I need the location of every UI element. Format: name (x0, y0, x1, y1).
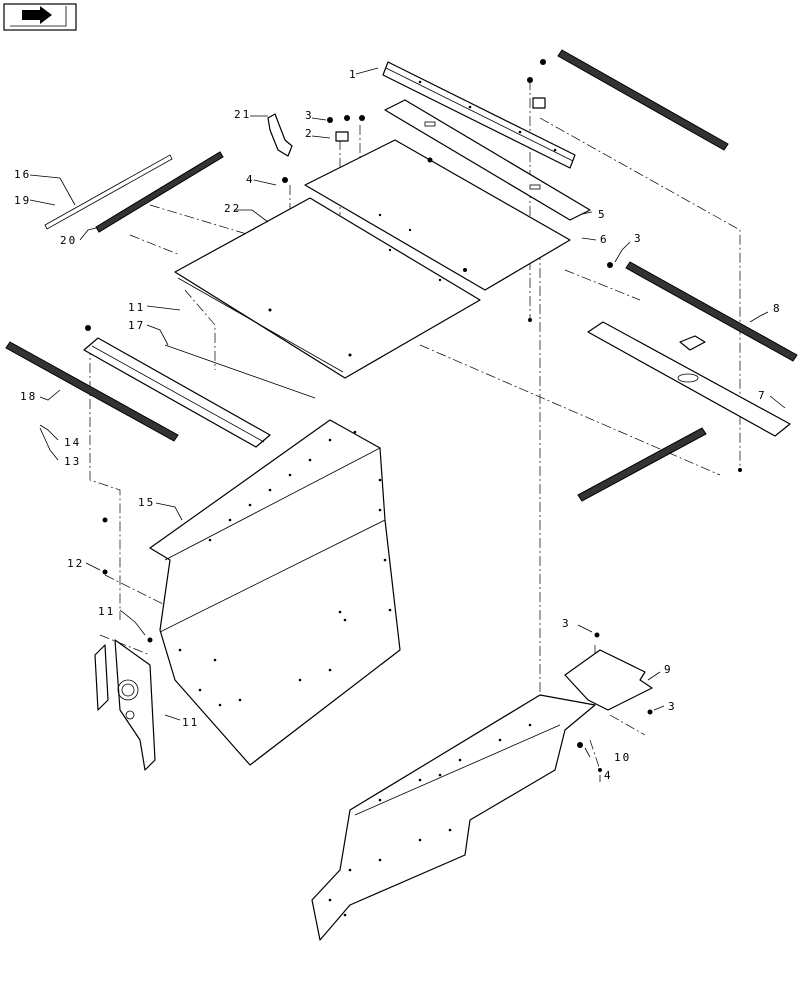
callout-9: 9 (664, 663, 673, 676)
callout-20: 20 (60, 234, 77, 247)
callout-11-top: 11 (128, 301, 145, 314)
callout-5: 5 (598, 208, 607, 221)
callout-11-bottom: 11 (182, 716, 199, 729)
part-17-rod (164, 344, 316, 399)
part-20-strip (95, 151, 224, 233)
callout-11-mid: 11 (98, 605, 115, 618)
callout-18: 18 (20, 390, 37, 403)
callout-16: 16 (14, 168, 31, 181)
part-5-plate (384, 99, 591, 221)
callout-19: 19 (14, 194, 31, 207)
callout-22: 22 (224, 202, 241, 215)
leader-lines (29, 67, 786, 782)
callout-labels: 1 2 3 3 3 3 4 4 5 6 7 8 9 10 11 11 11 12… (14, 68, 782, 782)
part-9-plate (564, 649, 653, 711)
callout-10: 10 (614, 751, 631, 764)
next-page-arrow-icon[interactable] (3, 3, 77, 31)
callout-3-top: 3 (305, 109, 314, 122)
part-1-angle-strip (382, 61, 576, 169)
callout-6: 6 (600, 233, 609, 246)
rubber-strips (5, 49, 798, 502)
part-15-side-panel (149, 419, 401, 766)
lower-side-panel (311, 694, 596, 941)
part-18-strip (5, 341, 179, 442)
strip-top-right (557, 49, 729, 151)
part-21-latch (267, 113, 293, 157)
part-16-strip (44, 154, 173, 230)
callout-21: 21 (234, 108, 251, 121)
callout-12: 12 (67, 557, 84, 570)
callout-4-top: 4 (246, 173, 255, 186)
part-6-plate (304, 139, 571, 291)
callout-4-bottom: 4 (604, 769, 613, 782)
callout-3-right: 3 (634, 232, 643, 245)
callout-8: 8 (773, 302, 782, 315)
callout-2: 2 (305, 127, 314, 140)
part-22-cover-panel (174, 197, 481, 379)
fasteners (85, 59, 742, 772)
callout-15: 15 (138, 496, 155, 509)
callout-7: 7 (758, 389, 767, 402)
callout-3-lower-right: 3 (668, 700, 677, 713)
callout-13: 13 (64, 455, 81, 468)
callout-14: 14 (64, 436, 81, 449)
part-8-strip (625, 261, 798, 362)
part-11-bracket (94, 639, 156, 771)
callout-3-lower-left: 3 (562, 617, 571, 630)
strip-lower-right (577, 427, 707, 502)
part-18-channel (83, 337, 271, 448)
callout-1: 1 (349, 68, 358, 81)
part-7-plate (587, 321, 791, 437)
callout-17: 17 (128, 319, 145, 332)
